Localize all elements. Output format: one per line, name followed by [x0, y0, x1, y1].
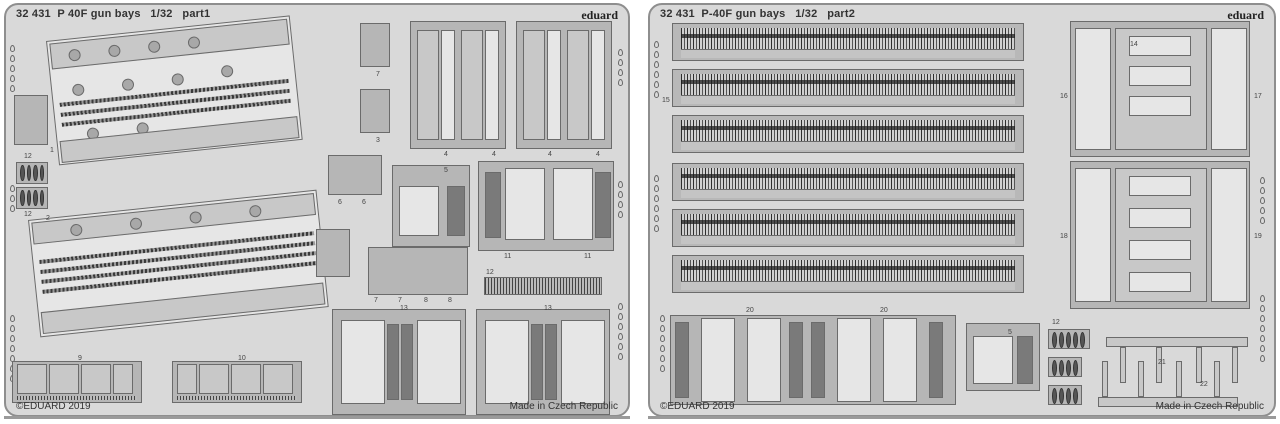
comb-parts-21-22 [1098, 337, 1248, 407]
part-number: 16 [1060, 93, 1068, 100]
part-group-7-8 [368, 247, 468, 295]
copyright-text: ©EDUARD 2019 [16, 401, 91, 412]
part-number: 4 [492, 151, 496, 158]
sprue-drops [660, 315, 666, 372]
ammo-tray-group-4 [516, 21, 612, 149]
part-number: 13 [400, 305, 408, 312]
sprue-drops [10, 185, 16, 212]
part-number: 15 [662, 97, 670, 104]
brand-logo: eduard [581, 8, 618, 22]
part-number: 7 [374, 297, 378, 304]
part-number: 11 [504, 253, 512, 260]
rack-part-7 [360, 23, 390, 67]
part-6 [328, 155, 382, 195]
part-number: 22 [1200, 381, 1208, 388]
part-number: 7 [376, 71, 380, 78]
part-number: 3 [376, 137, 380, 144]
brand-logo: eduard [1227, 8, 1264, 22]
bay-frame-13 [332, 309, 466, 415]
bay-panel-tab [316, 229, 350, 277]
photo-etch-fret-part2: 32 431 P-40F gun bays 1/32 part2 eduard … [648, 3, 1276, 419]
oval-parts-12 [1048, 357, 1082, 377]
oval-parts-12 [16, 162, 48, 184]
part-number: 8 [424, 297, 428, 304]
part-number: 20 [880, 307, 888, 314]
panel-9 [12, 361, 142, 403]
part-number: 12 [1052, 319, 1060, 326]
sprue-drops [1260, 295, 1266, 362]
part-number: 4 [596, 151, 600, 158]
oval-parts-12 [16, 187, 48, 209]
bay-frame-11 [478, 161, 614, 251]
oval-parts-12 [1048, 329, 1090, 349]
bay-frame-5 [392, 165, 470, 247]
part-number: 9 [78, 355, 82, 362]
rack-part-3 [360, 89, 390, 133]
part-number: 4 [444, 151, 448, 158]
made-in-text: Made in Czech Republic [509, 401, 618, 412]
made-in-text: Made in Czech Republic [1155, 401, 1264, 412]
ammo-belt-15 [672, 23, 1024, 61]
bay-frame-group-20 [670, 315, 956, 405]
part-number: 18 [1060, 233, 1068, 240]
gun-bay-panel-1 [46, 15, 303, 166]
part-number: 5 [444, 167, 448, 174]
sprue-drops [654, 175, 660, 232]
bay-panel-tab [14, 95, 48, 145]
gun-bay-panel-2 [28, 189, 329, 338]
part-number: 10 [238, 355, 246, 362]
ammo-belt-15 [672, 209, 1024, 247]
part-number: 11 [584, 253, 592, 260]
panel-10 [172, 361, 302, 403]
ammo-belt-15 [672, 163, 1024, 201]
part-number: 12 [24, 153, 32, 160]
bay-frame-13 [476, 309, 610, 415]
part-number: 6 [338, 199, 342, 206]
sprue-drops [618, 303, 624, 360]
part-number: 2 [46, 215, 50, 222]
sprue-drops [10, 45, 16, 92]
part-number: 4 [548, 151, 552, 158]
oval-strip-12 [484, 277, 602, 295]
part-number: 20 [746, 307, 754, 314]
part-number: 8 [448, 297, 452, 304]
part-number: 14 [1130, 41, 1138, 48]
ammo-tray-group-4 [410, 21, 506, 149]
part-number: 17 [1254, 93, 1262, 100]
sprue-drops [1260, 177, 1266, 224]
part-number: 1 [50, 147, 54, 154]
part-number: 6 [362, 199, 366, 206]
ammo-box-panel-18-19 [1070, 161, 1250, 309]
sprue-drops [618, 181, 624, 218]
oval-parts-12 [1048, 385, 1082, 405]
fret-title: 32 431 P 40F gun bays 1/32 part1 [16, 8, 211, 20]
part-number: 5 [1008, 329, 1012, 336]
sprue-drops [618, 49, 624, 86]
part-number: 12 [486, 269, 494, 276]
copyright-text: ©EDUARD 2019 [660, 401, 735, 412]
ammo-belt-15 [672, 255, 1024, 293]
sprue-drops [654, 41, 660, 98]
fret-title: 32 431 P-40F gun bays 1/32 part2 [660, 8, 856, 20]
part-number: 12 [24, 211, 32, 218]
photo-etch-fret-part1: 32 431 P 40F gun bays 1/32 part1 eduard … [4, 3, 630, 419]
bay-frame-5 [966, 323, 1040, 391]
part-number: 7 [398, 297, 402, 304]
part-number: 13 [544, 305, 552, 312]
ammo-belt-15 [672, 115, 1024, 153]
part-number: 21 [1158, 359, 1166, 366]
ammo-box-panel-16-17 [1070, 21, 1250, 157]
ammo-belt-15 [672, 69, 1024, 107]
part-number: 19 [1254, 233, 1262, 240]
